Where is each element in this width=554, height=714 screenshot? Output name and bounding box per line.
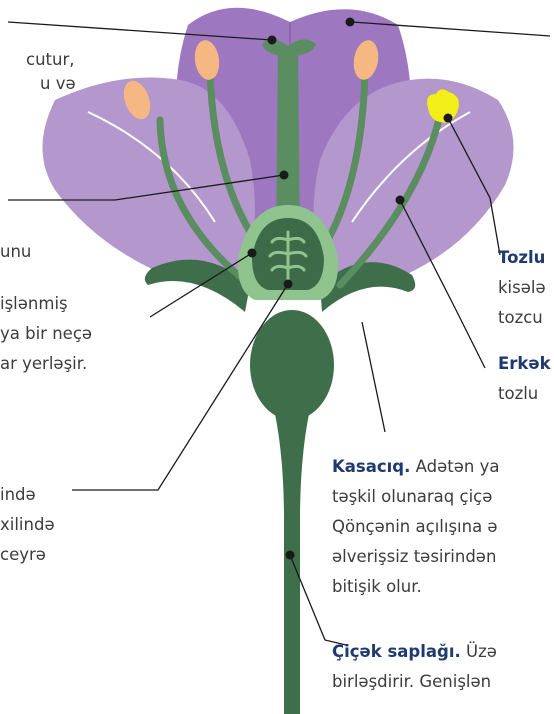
label-tozlu-title: Tozlu <box>498 248 545 267</box>
label-tozlu-line3: tozcu <box>498 306 543 329</box>
label-kasaciq-title: Kasacıq. <box>332 457 410 476</box>
label-kasaciq-line4: əlverişsiz təsirindən <box>332 545 496 568</box>
label-erkek-line2: tozlu <box>498 382 538 405</box>
label-saplag: Çiçək saplağı. Üzə <box>332 640 497 663</box>
label-kasaciq: Kasacıq. Adətən ya <box>332 455 499 478</box>
left-fragment-c1: işlənmiş <box>0 292 68 315</box>
left-fragment-d2: xilində <box>0 513 55 536</box>
label-tozlu: Tozlu <box>498 246 545 269</box>
left-fragment-c2: ya bir neçə <box>0 322 92 345</box>
left-fragment-d3: ceyrə <box>0 543 46 566</box>
left-fragment-c3: ar yerləşir. <box>0 352 87 375</box>
left-fragment-a1: cutur, <box>26 48 75 71</box>
label-tozlu-line2: kisələ <box>498 276 546 299</box>
receptacle <box>250 310 334 420</box>
label-saplag-line1: Üzə <box>466 642 497 661</box>
label-erkek: Erkək <box>498 352 551 375</box>
left-fragment-b1: unu <box>0 240 31 263</box>
label-kasaciq-line1: Adətən ya <box>416 457 500 476</box>
left-fragment-a2: u və <box>40 72 76 95</box>
label-saplag-title: Çiçək saplağı. <box>332 642 461 661</box>
label-kasaciq-line3: Qönçənin açılışına ə <box>332 515 498 538</box>
label-erkek-title: Erkək <box>498 354 551 373</box>
label-kasaciq-line5: bitişik olur. <box>332 575 422 598</box>
label-saplag-line2: birləşdirir. Genişlən <box>332 670 491 693</box>
left-fragment-d1: ində <box>0 483 36 506</box>
label-kasaciq-line2: təşkil olunaraq çiçə <box>332 485 492 508</box>
